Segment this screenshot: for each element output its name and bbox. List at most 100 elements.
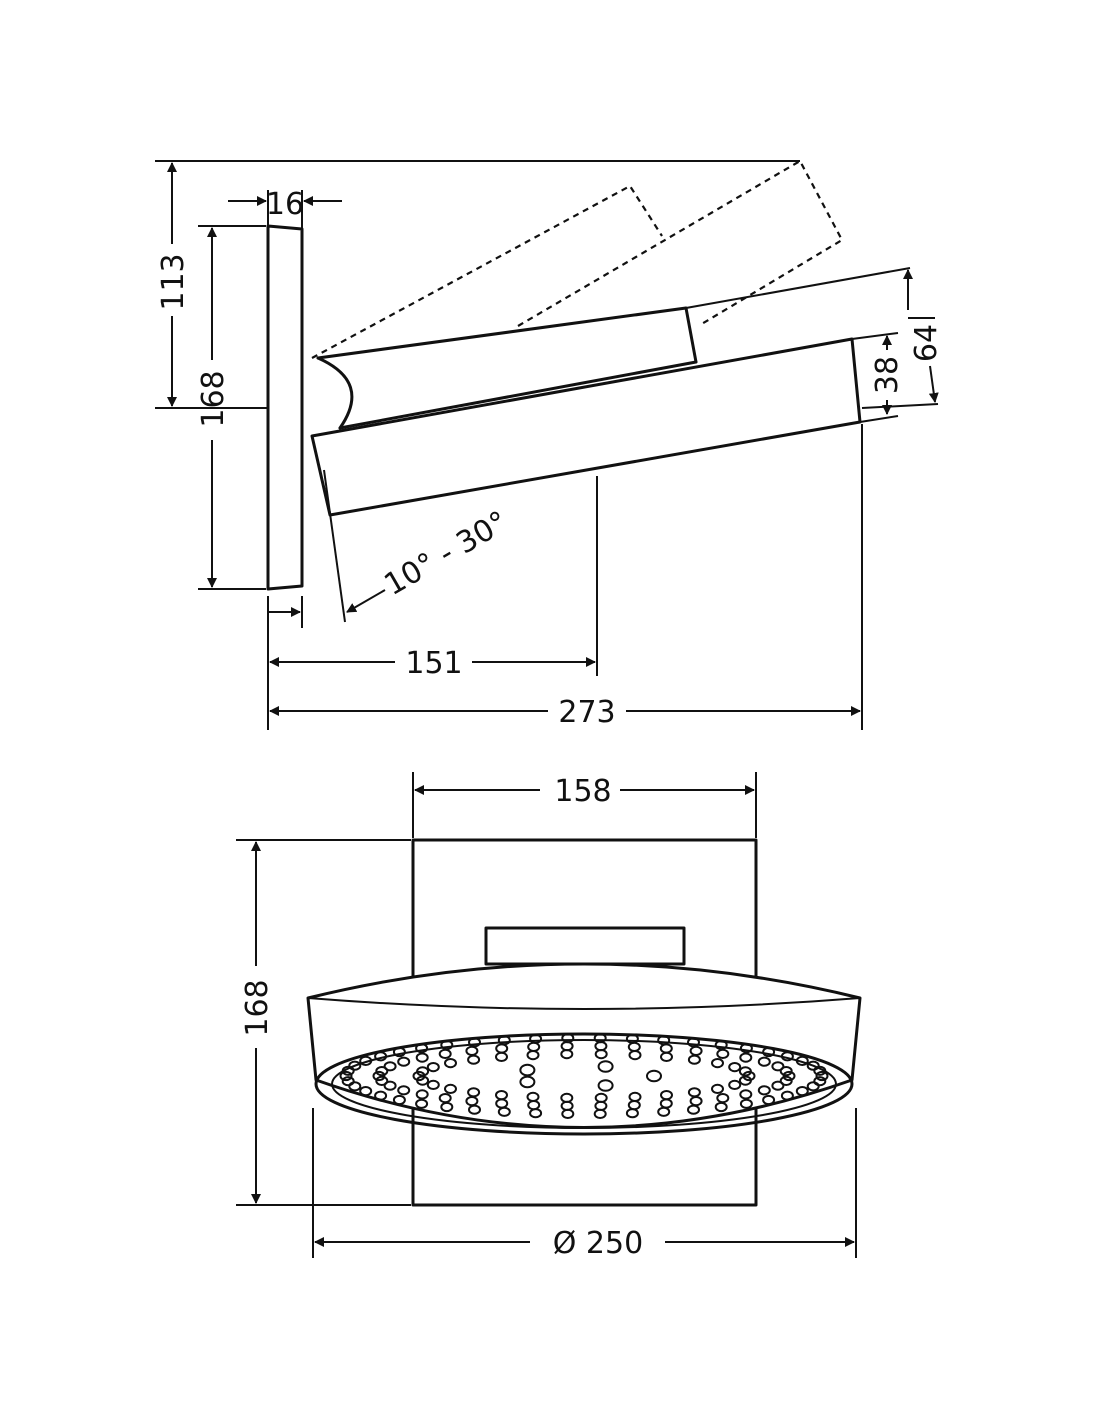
nozzle [560, 1092, 574, 1104]
nozzle [660, 1090, 673, 1101]
nozzle [467, 1054, 481, 1065]
side-view: 16 113 168 10° - 30° 151 273 [155, 159, 944, 730]
nozzle [594, 1049, 608, 1060]
nozzle [444, 1058, 457, 1069]
nozzle [375, 1075, 389, 1087]
nozzle [806, 1060, 820, 1071]
dim-head-38-label: 38 [870, 356, 905, 394]
nozzle [597, 1079, 614, 1092]
nozzle [415, 1098, 429, 1109]
nozzle-plate [314, 1032, 854, 1136]
nozzle [438, 1093, 452, 1104]
nozzle [757, 1085, 771, 1096]
nozzle [762, 1046, 776, 1058]
nozzle [426, 1062, 440, 1073]
nozzle [762, 1094, 776, 1106]
nozzle [426, 1079, 440, 1091]
nozzle [415, 1089, 429, 1100]
dim-height-top-label: 113 [156, 253, 191, 310]
nozzle [495, 1051, 508, 1063]
nozzle [780, 1051, 794, 1062]
nozzle [438, 1048, 452, 1060]
nozzle [526, 1050, 540, 1061]
nozzle [739, 1052, 753, 1063]
wall-plate [266, 224, 304, 591]
nozzle [813, 1065, 827, 1076]
nozzle [716, 1093, 730, 1104]
nozzle [779, 1075, 793, 1087]
nozzle [739, 1098, 753, 1109]
nozzle [372, 1070, 386, 1082]
nozzle [467, 1087, 481, 1098]
shower-head-side [310, 337, 862, 517]
nozzle [687, 1087, 701, 1098]
shower-head-front [306, 962, 862, 1136]
arm-connector [486, 928, 684, 964]
nozzle-grid [339, 1033, 829, 1120]
nozzle [341, 1065, 355, 1076]
nozzle [782, 1070, 796, 1082]
tilted-arm-dashed-outline [311, 159, 844, 359]
nozzle [519, 1075, 536, 1089]
nozzle [339, 1070, 353, 1082]
dim-plate-height-label: 168 [196, 370, 231, 427]
tilt-range-label: 10° - 30° [379, 504, 514, 602]
nozzle [660, 1051, 673, 1063]
nozzle [813, 1076, 827, 1087]
nozzle [392, 1046, 406, 1058]
nozzle [359, 1086, 373, 1097]
nozzle [628, 1091, 642, 1103]
nozzle [416, 1066, 430, 1077]
nozzle [397, 1085, 411, 1096]
nozzle [495, 1090, 508, 1101]
nozzle [348, 1081, 362, 1092]
nozzle [646, 1069, 662, 1083]
nozzle [383, 1061, 397, 1072]
nozzle [341, 1076, 355, 1087]
nozzle [415, 1043, 429, 1054]
dim-width-label: 158 [554, 774, 611, 809]
nozzle [359, 1055, 373, 1067]
nozzle [728, 1062, 742, 1073]
nozzle [728, 1079, 742, 1091]
nozzle [806, 1081, 820, 1092]
nozzle [738, 1066, 752, 1077]
nozzle [739, 1043, 753, 1054]
nozzle [687, 1054, 701, 1065]
nozzle [348, 1060, 362, 1071]
nozzle [392, 1094, 406, 1106]
nozzle [374, 1051, 388, 1062]
nozzle [815, 1070, 829, 1082]
nozzle [795, 1086, 809, 1097]
nozzle [415, 1052, 429, 1063]
nozzle [771, 1080, 785, 1091]
nozzle [711, 1083, 724, 1095]
nozzle [375, 1066, 389, 1077]
dim-diameter-label: Ø 250 [553, 1226, 643, 1261]
dim-depth-total-label: 273 [558, 695, 615, 730]
dim-depth-short-label: 151 [405, 646, 462, 681]
dim-height-label: 168 [240, 979, 275, 1036]
nozzle [526, 1091, 540, 1103]
nozzle [711, 1058, 724, 1069]
nozzle [780, 1090, 794, 1101]
nozzle [779, 1066, 793, 1077]
nozzle [374, 1090, 388, 1101]
dim-head-64-label: 64 [909, 324, 944, 362]
nozzle [757, 1056, 771, 1067]
nozzle [771, 1061, 785, 1072]
nozzle [397, 1056, 411, 1067]
dim-wall-plate-label: 16 [266, 187, 304, 222]
nozzle [519, 1063, 536, 1077]
nozzle [444, 1083, 457, 1095]
shower-arm [316, 267, 911, 430]
nozzle [560, 1049, 574, 1060]
nozzle [628, 1050, 642, 1061]
front-view: 158 168 Ø 250 [236, 772, 862, 1261]
nozzle [594, 1092, 608, 1104]
nozzle [716, 1048, 730, 1060]
nozzle [739, 1089, 753, 1100]
nozzle [795, 1055, 809, 1067]
nozzle [383, 1080, 397, 1091]
